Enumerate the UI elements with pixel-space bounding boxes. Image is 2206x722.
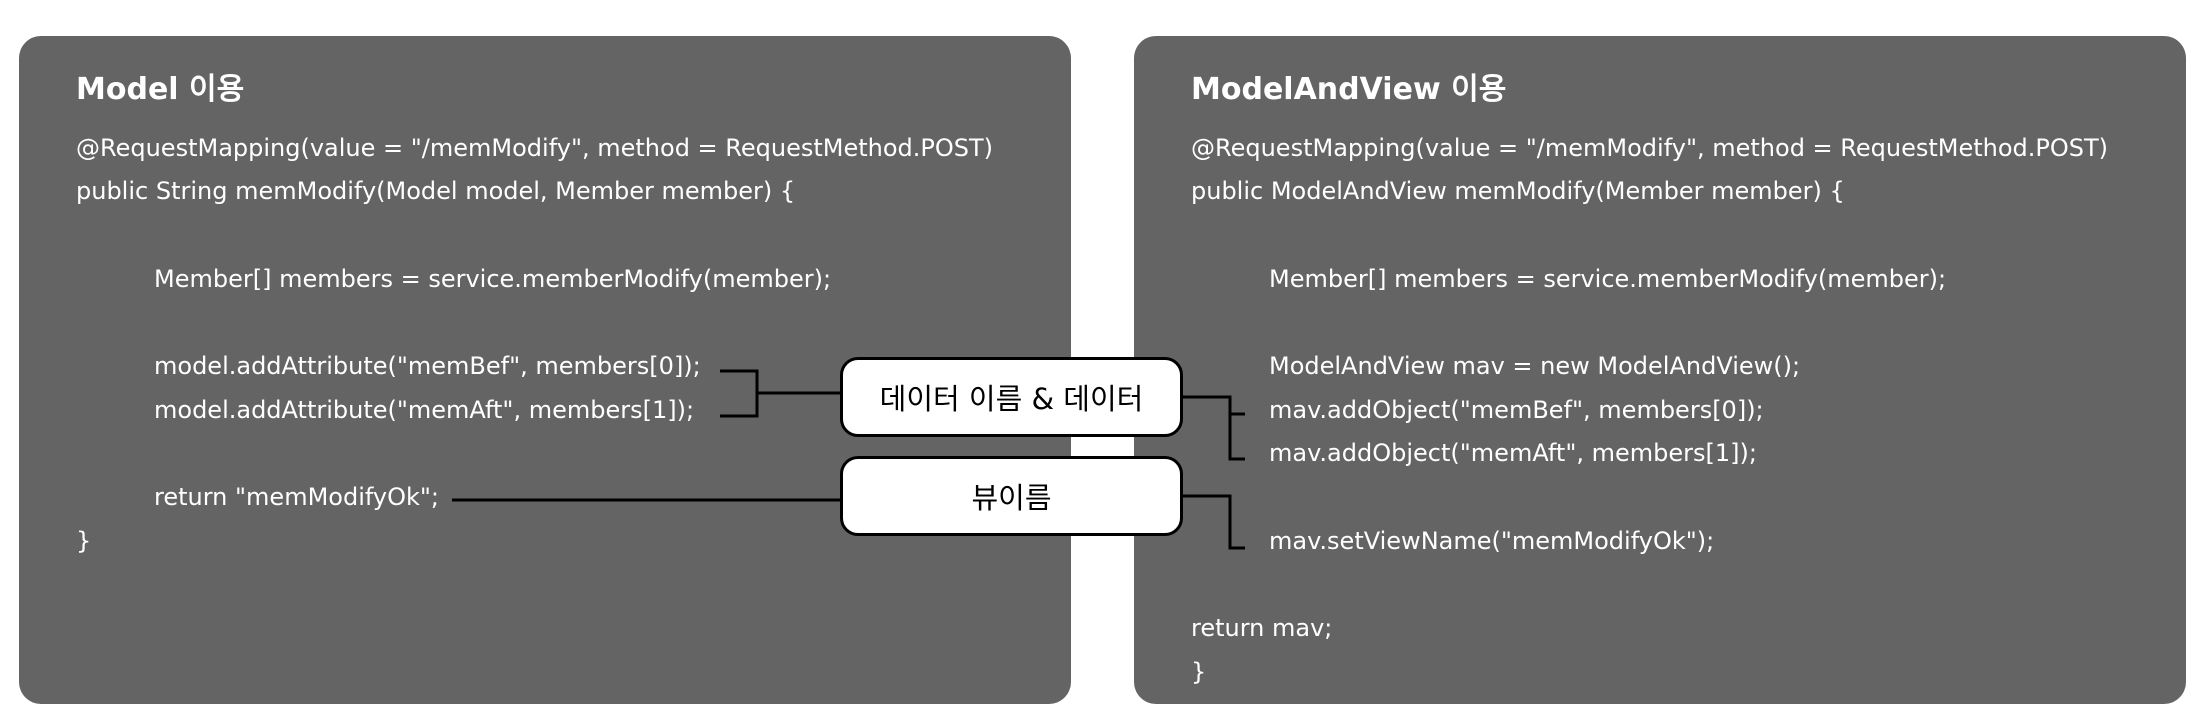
code-line: mav.setViewName("memModifyOk"); (1269, 527, 1715, 555)
code-line: mav.addObject("memAft", members[1]); (1269, 439, 1757, 467)
code-line: Member[] members = service.memberModify(… (154, 265, 832, 293)
code-line: } (76, 527, 92, 555)
data-name-callout: 데이터 이름 & 데이터 (840, 357, 1183, 437)
panel-title: Model 이용 (76, 72, 245, 107)
code-line: @RequestMapping(value = "/memModify", me… (1191, 134, 2109, 162)
code-line: ModelAndView mav = new ModelAndView(); (1269, 352, 1801, 380)
code-line: return mav; (1191, 614, 1333, 642)
code-line: mav.addObject("memBef", members[0]); (1269, 396, 1764, 424)
view-name-callout: 뷰이름 (840, 456, 1183, 536)
code-line: model.addAttribute("memAft", members[1])… (154, 396, 695, 424)
code-line: return "memModifyOk"; (154, 483, 440, 511)
code-line: Member[] members = service.memberModify(… (1269, 265, 1947, 293)
code-line: model.addAttribute("memBef", members[0])… (154, 352, 701, 380)
code-line: } (1191, 658, 1207, 686)
code-line: public ModelAndView memModify(Member mem… (1191, 177, 1845, 205)
panel-title: ModelAndView 이용 (1191, 72, 1507, 107)
modelandview-panel: ModelAndView 이용 @RequestMapping(value = … (1134, 36, 2186, 704)
code-line: @RequestMapping(value = "/memModify", me… (76, 134, 994, 162)
code-line: public String memModify(Model model, Mem… (76, 177, 796, 205)
